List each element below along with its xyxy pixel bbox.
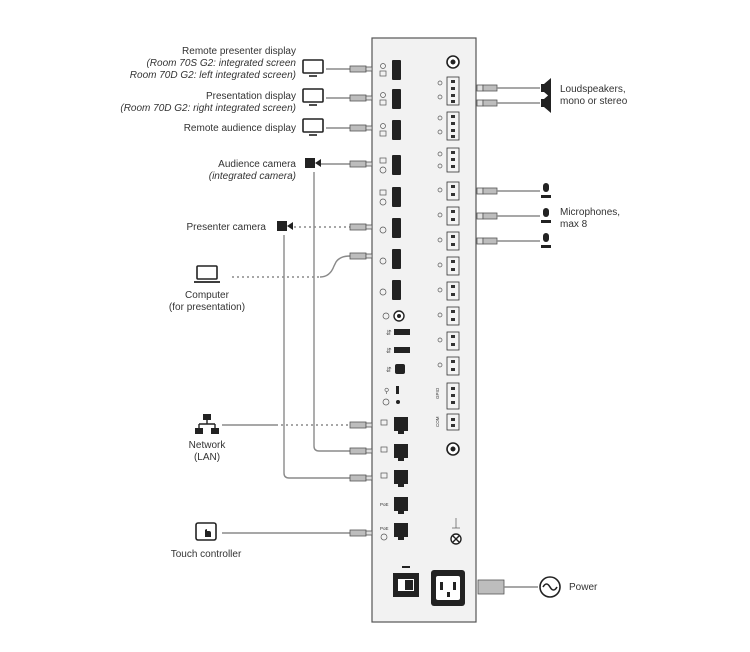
label-title: Power	[569, 582, 598, 593]
hdmi-ports	[392, 60, 401, 300]
label-remote-presenter-display: Remote presenter display (Room 70S G2: i…	[130, 46, 296, 82]
label-title: Computer	[185, 290, 229, 301]
video-camera-icon	[305, 158, 321, 168]
speaker-cables	[476, 84, 540, 107]
label-title: Network	[188, 440, 226, 451]
microphone-icon	[541, 183, 551, 198]
monitor-icon	[302, 118, 324, 136]
label-note: Room 70D G2: left integrated screen)	[129, 70, 296, 81]
svg-text:⇵: ⇵	[386, 366, 392, 374]
label-title: Remote audience display	[183, 123, 296, 134]
label-computer: Computer (for presentation)	[157, 290, 257, 314]
gpio-label: GPIO	[435, 387, 440, 399]
poe-label-2: PoE	[380, 526, 389, 531]
label-title: Loudspeakers,	[560, 84, 626, 95]
label-audience-camera: Audience camera (integrated camera)	[209, 159, 296, 183]
terminal-pins	[451, 80, 455, 427]
label-note: (integrated camera)	[208, 171, 296, 182]
label-touch-controller: Touch controller	[156, 549, 256, 561]
touch-panel-icon	[195, 522, 217, 541]
power-inlet	[431, 570, 465, 606]
label-presentation-display: Presentation display (Room 70D G2: right…	[120, 91, 296, 115]
label-presenter-camera: Presenter camera	[187, 222, 266, 234]
label-note: max 8	[560, 219, 588, 230]
microphone-icon	[541, 233, 551, 248]
video-camera-icon	[277, 221, 293, 231]
monitor-icon	[302, 59, 324, 77]
audio-terminal-blocks	[446, 76, 460, 431]
terminal-symbols	[437, 80, 443, 368]
presenter-camera-cable	[283, 235, 350, 479]
power-switch	[393, 566, 419, 597]
microphone-cables	[476, 187, 540, 245]
label-remote-audience-display: Remote audience display	[184, 123, 296, 135]
label-note: (for presentation)	[168, 302, 246, 313]
com-label: COM	[435, 416, 440, 427]
label-title: Presentation display	[205, 91, 296, 102]
microphone-icon	[541, 208, 551, 223]
svg-text:⇵: ⇵	[386, 329, 392, 337]
label-power: Power	[569, 582, 597, 594]
laptop-icon	[194, 265, 220, 283]
audio-bottom-jack	[446, 442, 460, 456]
ethernet-ports: PoE PoE	[380, 417, 408, 541]
label-loudspeakers: Loudspeakers, mono or stereo	[560, 84, 627, 108]
network-icon	[195, 414, 219, 434]
svg-text:⇵: ⇵	[386, 347, 392, 355]
poe-label-1: PoE	[380, 502, 389, 507]
label-network: Network (LAN)	[167, 440, 247, 464]
loudspeaker-icon	[541, 78, 551, 98]
label-title: Touch controller	[170, 549, 242, 560]
label-note: (LAN)	[193, 452, 221, 463]
label-note: (Room 70D G2: right integrated screen)	[120, 103, 296, 114]
ground-screw	[450, 518, 462, 545]
hdmi-port-symbols	[379, 63, 387, 296]
monitor-icon	[302, 88, 324, 106]
hdmi-cables	[232, 65, 373, 278]
audio-top-jack	[446, 55, 460, 69]
label-title: Remote presenter display	[182, 46, 296, 57]
label-title: Presenter camera	[186, 222, 266, 233]
label-title: Microphones,	[560, 207, 621, 218]
label-title: Audience camera	[218, 159, 296, 170]
label-note: (Room 70S G2: integrated screen	[146, 58, 296, 69]
label-microphones: Microphones, max 8	[560, 207, 620, 231]
label-note: mono or stereo	[560, 96, 628, 107]
loudspeaker-icon	[541, 93, 551, 113]
ac-power-icon	[539, 576, 561, 598]
misc-ports: ⇵ ⇵ ⇵ ⚲	[382, 310, 410, 406]
svg-text:⚲: ⚲	[384, 387, 389, 395]
audience-camera-cable	[313, 172, 350, 452]
power-cable	[477, 579, 538, 595]
